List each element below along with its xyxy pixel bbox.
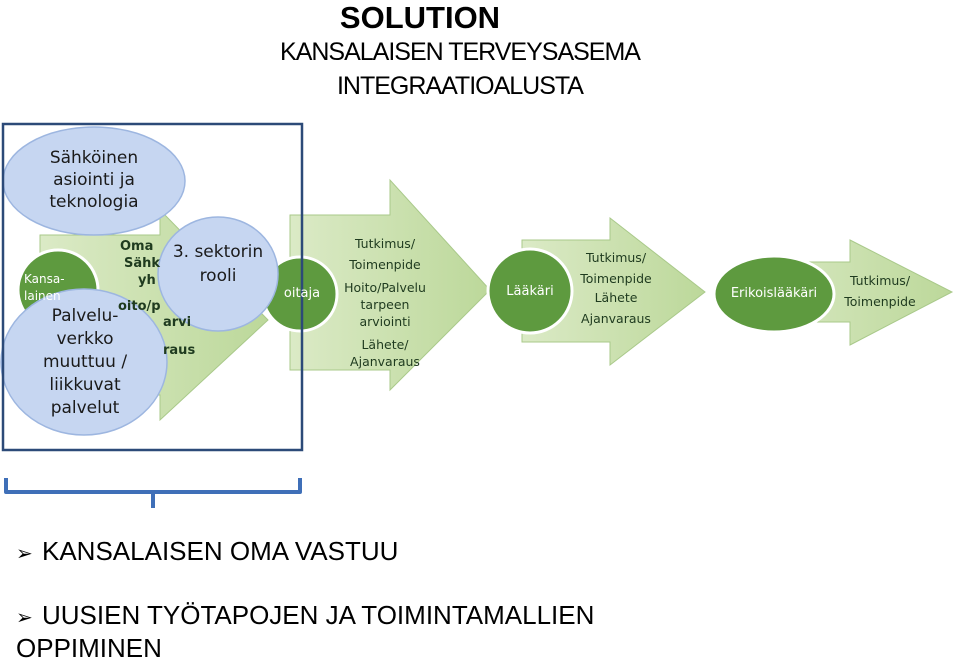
palveluverkko-text: Palvelu-verkko muuttuu / liikkuvat palve… — [42, 306, 128, 418]
subtitle-line-1: KANSALAISEN TERVEYSASEMA — [280, 38, 641, 66]
subtitle-line-2: INTEGRAATIOALUSTA — [336, 72, 584, 100]
arrow1-text-2: Sähk — [124, 256, 161, 271]
arrow4-line-1: Tutkimus/ — [849, 273, 911, 288]
bullet-2-text: UUSIEN TYÖTAPOJEN JA TOIMINTAMALLIEN OPP… — [16, 600, 595, 663]
kansalainen-label: Kansa-lainen — [24, 272, 65, 303]
arrow1-text-3: yh — [138, 273, 156, 288]
erikoislaakari-circle — [712, 254, 836, 334]
arrow3-text: Tutkimus/ Toimenpide Lähete Ajanvaraus — [566, 249, 666, 327]
arrow4-line-2: Toimenpide — [844, 294, 916, 309]
arrow2-text: Tutkimus/ Toimenpide Hoito/Palvelu tarpe… — [335, 235, 435, 370]
arrow2-line-3: Hoito/Palvelu — [344, 280, 426, 295]
sektori-text: 3. sektorin rooli — [172, 242, 264, 286]
arrow3-line-3: Lähete — [594, 290, 638, 305]
sahkoinen-text: Sähköinen asiointi ja teknologia — [49, 148, 139, 212]
arrow2-line-7: Ajanvaraus — [350, 354, 420, 369]
arrow1-text-1: Oma — [120, 239, 154, 254]
arrow1-text-4: oito/p — [118, 299, 161, 314]
sektori-bubble — [157, 216, 279, 332]
laakari-label: Lääkäri — [506, 284, 554, 299]
erikoislaakari-label: Erikoislääkäri — [730, 286, 818, 301]
process-arrow-3 — [521, 216, 706, 367]
hoitaja-label: oitaja — [283, 286, 321, 301]
arrow2-line-6: Lähete/ — [361, 337, 409, 352]
laakari-circle — [486, 247, 574, 335]
arrow1-text-6: raus — [163, 343, 196, 358]
arrow2-line-2: Toimenpide — [349, 257, 421, 272]
arrow3-line-1: Tutkimus/ — [585, 250, 647, 265]
arrow-bullet-icon: ➢ — [16, 607, 33, 629]
arrow3-line-4: Ajanvaraus — [581, 311, 651, 326]
bullet-2: ➢UUSIEN TYÖTAPOJEN JA TOIMINTAMALLIEN OP… — [16, 600, 656, 663]
brace — [4, 478, 302, 508]
page-title: SOLUTION — [339, 0, 501, 35]
bullet-1: ➢ KANSALAISEN OMA VASTUU — [16, 536, 398, 569]
arrow2-line-4: tarpeen — [360, 297, 410, 312]
arrow3-line-2: Toimenpide — [580, 271, 652, 286]
bullet-1-text: KANSALAISEN OMA VASTUU — [42, 536, 399, 566]
process-arrow-2 — [289, 178, 491, 392]
arrow4-text: Tutkimus/ Toimenpide — [830, 272, 930, 310]
arrow2-line-1: Tutkimus/ — [354, 236, 416, 251]
palveluverkko-bubble — [0, 288, 168, 436]
arrow2-line-5: arviointi — [359, 314, 411, 329]
arrow1-text-5: arvi — [163, 315, 192, 330]
highlight-box — [1, 122, 304, 452]
arrow-bullet-icon: ➢ — [16, 543, 33, 565]
